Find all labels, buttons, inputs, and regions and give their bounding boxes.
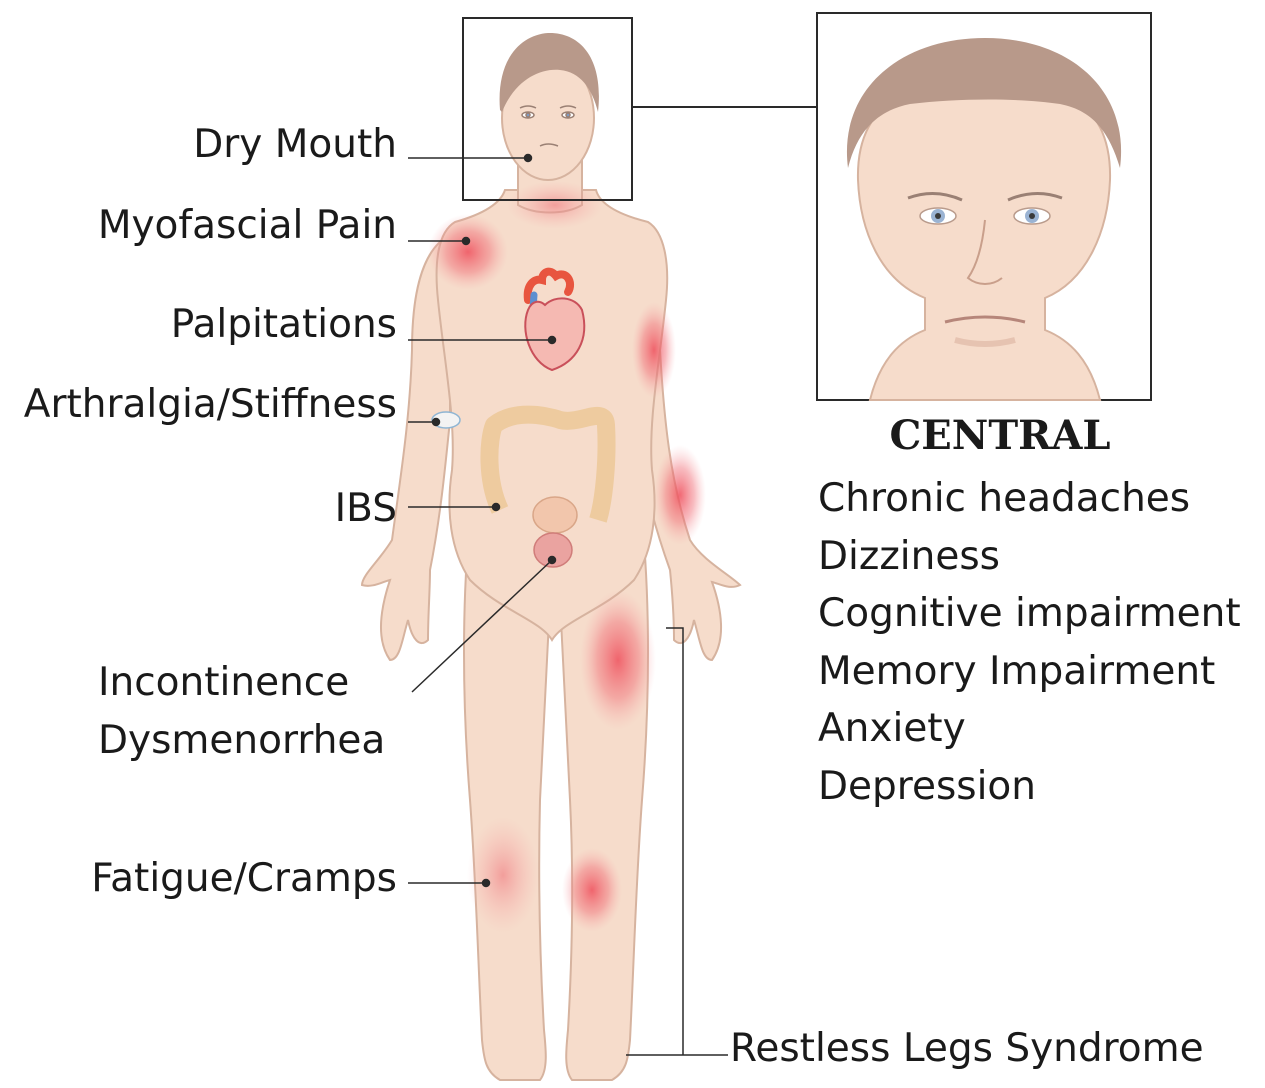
pain-left-calf bbox=[562, 848, 622, 932]
label-fatigue-cramps: Fatigue/Cramps bbox=[91, 856, 397, 902]
central-symptom-list: Chronic headaches Dizziness Cognitive im… bbox=[818, 470, 1241, 815]
right-arm bbox=[362, 235, 450, 660]
central-heading: CENTRAL bbox=[820, 412, 1180, 460]
label-arthralgia: Arthralgia/Stiffness bbox=[24, 382, 397, 428]
pain-left-forearm bbox=[654, 445, 706, 545]
label-myofascial-pain: Myofascial Pain bbox=[98, 203, 397, 249]
central-item: Cognitive impairment bbox=[818, 585, 1241, 643]
face-closeup bbox=[817, 13, 1151, 400]
pain-neck bbox=[507, 181, 603, 229]
central-item: Chronic headaches bbox=[818, 470, 1241, 528]
central-item: Anxiety bbox=[818, 700, 1241, 758]
central-item: Memory Impairment bbox=[818, 643, 1241, 701]
label-dry-mouth: Dry Mouth bbox=[193, 122, 397, 168]
label-dysmenorrhea: Dysmenorrhea bbox=[98, 718, 385, 764]
label-restless-legs: Restless Legs Syndrome bbox=[730, 1026, 1204, 1072]
label-palpitations: Palpitations bbox=[171, 302, 397, 348]
pain-right-shin bbox=[467, 817, 539, 933]
pain-left-thigh bbox=[580, 590, 656, 730]
uterus bbox=[533, 497, 577, 533]
central-item: Dizziness bbox=[818, 528, 1241, 586]
pain-left-upper-arm bbox=[632, 302, 676, 398]
label-incontinence: Incontinence bbox=[98, 660, 349, 706]
label-ibs: IBS bbox=[335, 486, 397, 532]
pain-right-shoulder bbox=[428, 214, 508, 290]
central-item: Depression bbox=[818, 758, 1241, 816]
